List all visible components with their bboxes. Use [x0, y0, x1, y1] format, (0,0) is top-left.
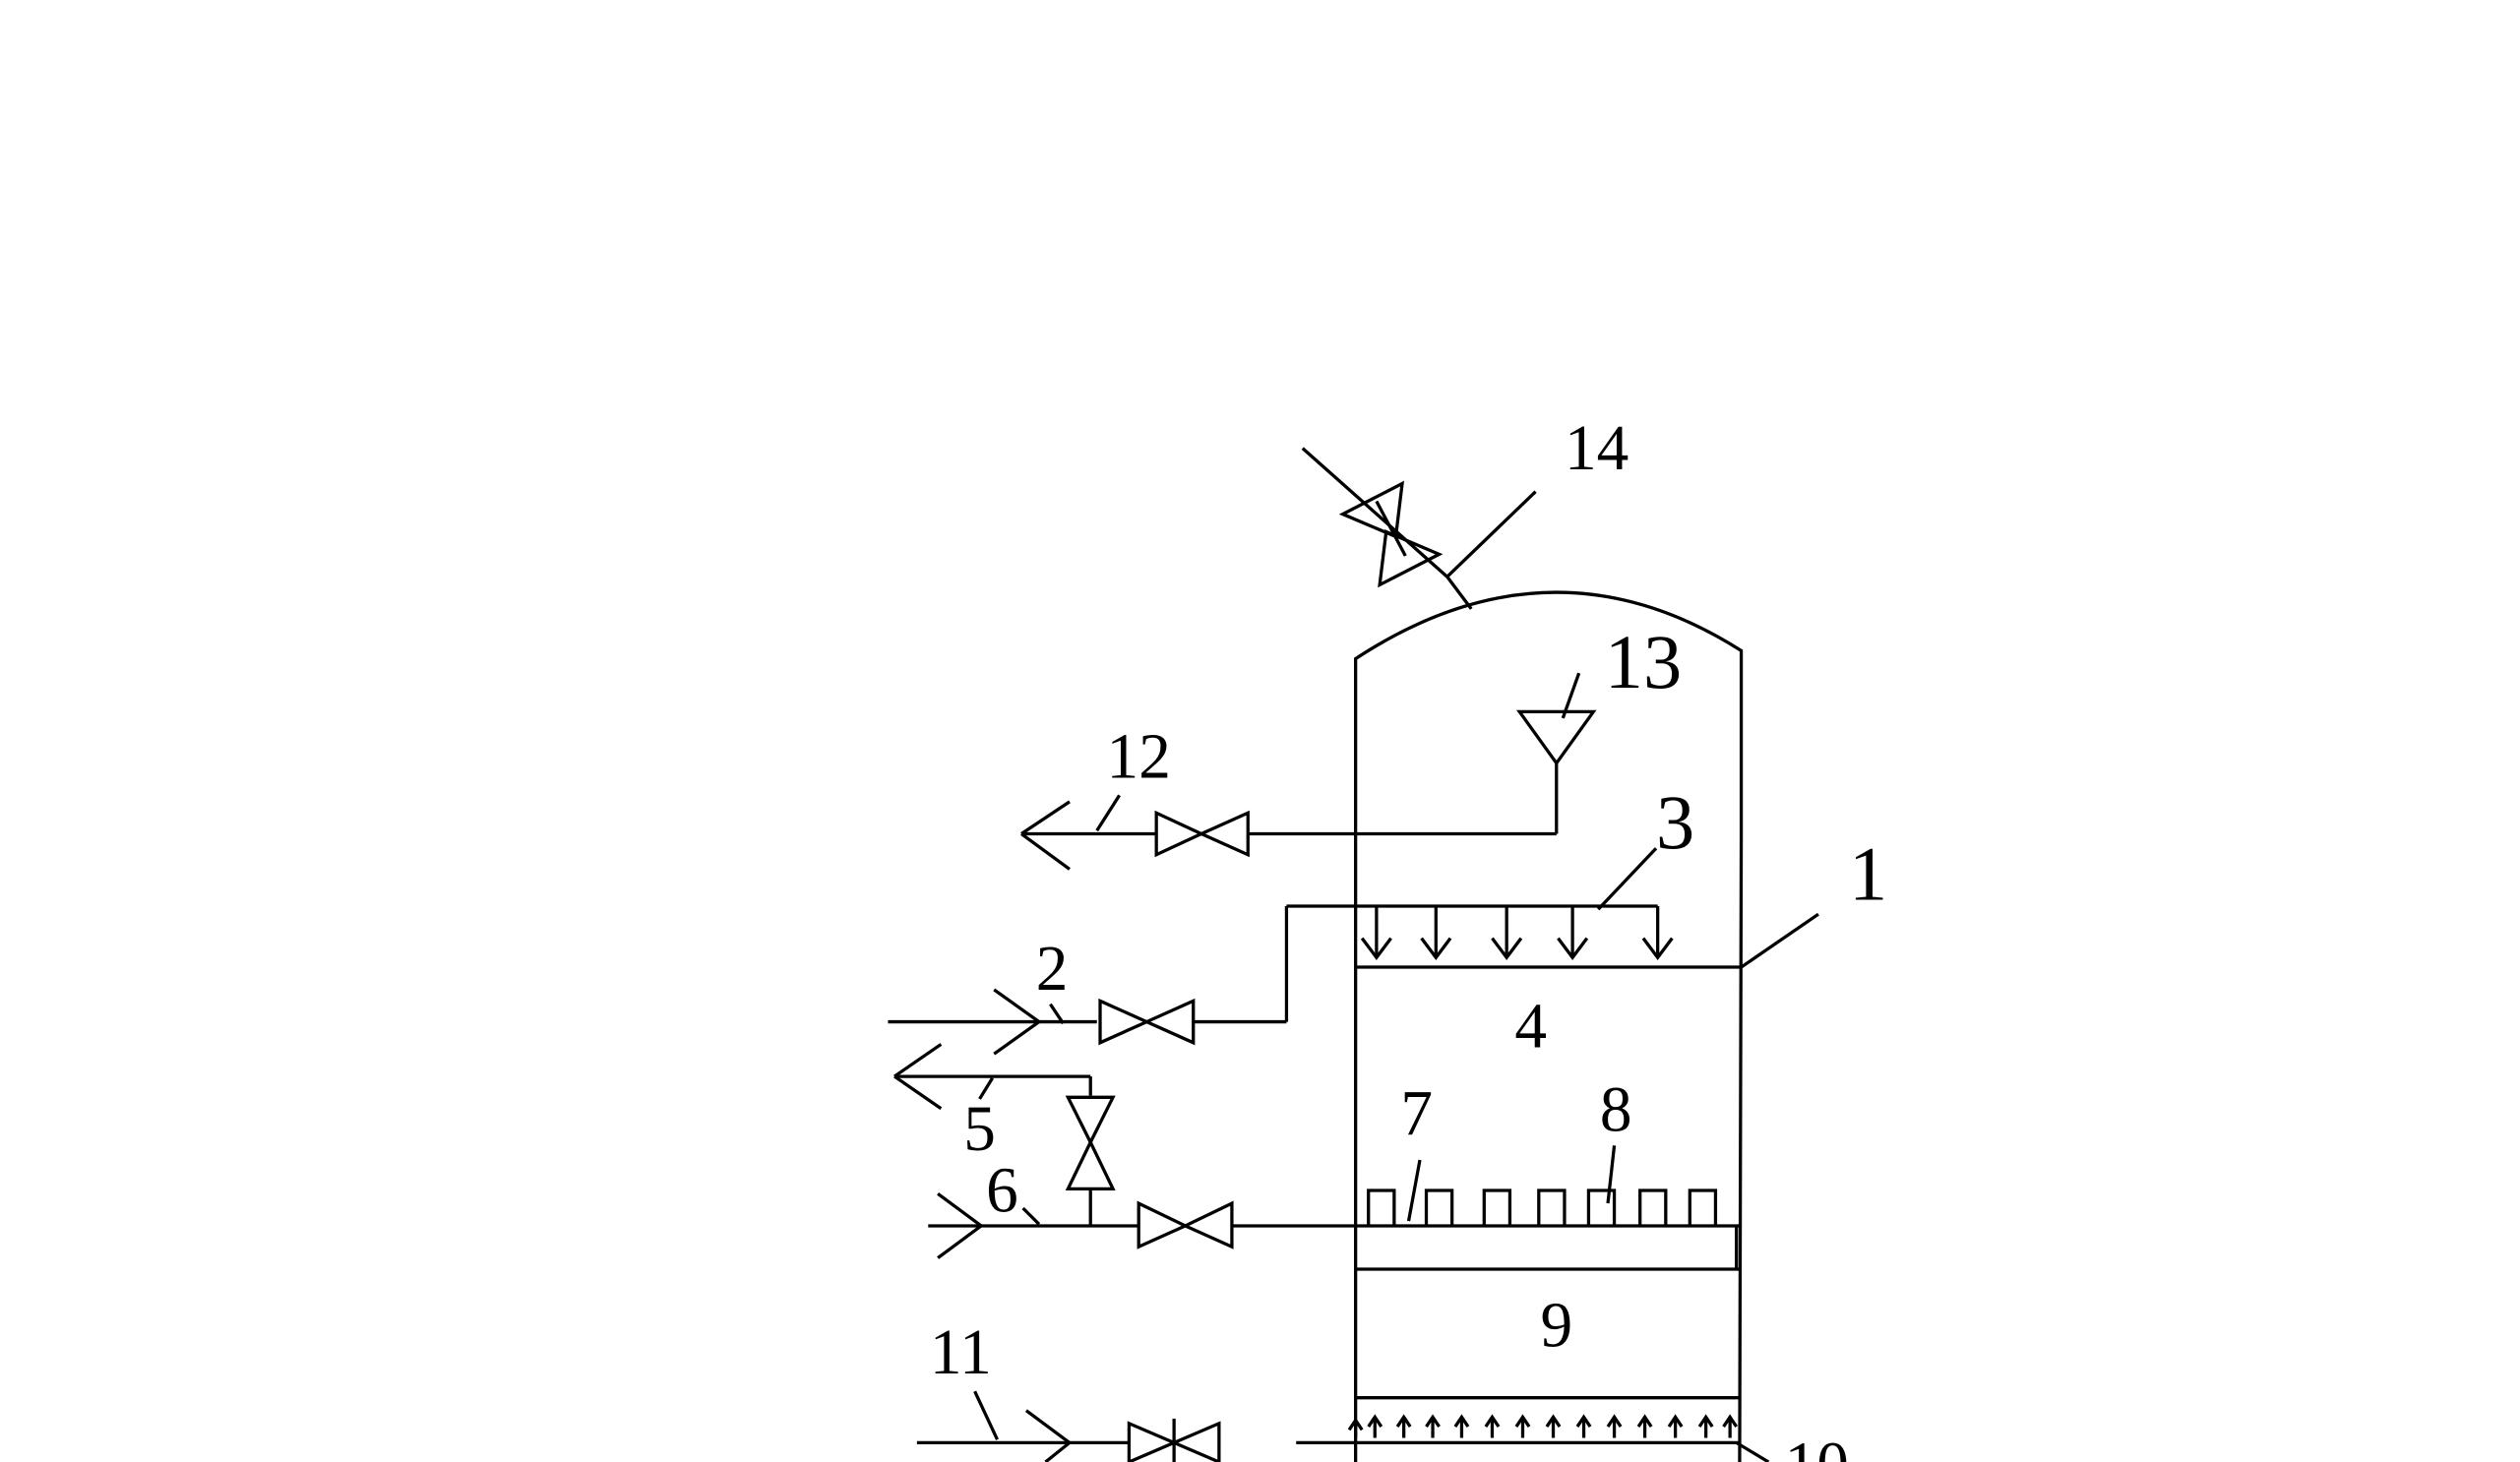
label-11: 11 [930, 1317, 992, 1388]
vent-valve [1338, 480, 1444, 588]
vessel [1354, 590, 1744, 1462]
bottom-inlet-valve [1127, 1418, 1221, 1462]
bottom-inlet-line [916, 1390, 1221, 1462]
top-vent-line [1301, 447, 1537, 610]
return-line [893, 1043, 1116, 1226]
label-9: 9 [1540, 1290, 1572, 1361]
label-4: 4 [1514, 992, 1547, 1063]
feed-line [888, 905, 1289, 1056]
vessel-partitions [1355, 965, 1742, 1400]
bubble-caps [1367, 1145, 1718, 1226]
gas-inlet-line [928, 1191, 1356, 1259]
label-14: 14 [1565, 413, 1629, 484]
label-10: 10 [1785, 1430, 1849, 1462]
label-2: 2 [1036, 934, 1069, 1005]
exhaust-line [1020, 672, 1597, 871]
label-13: 13 [1605, 619, 1682, 704]
label-3: 3 [1656, 779, 1694, 865]
gas-inlet-valve [1137, 1200, 1234, 1249]
label-1: 1 [1849, 830, 1887, 916]
label-6: 6 [986, 1155, 1018, 1226]
return-valve [1065, 1095, 1116, 1191]
label-5: 5 [963, 1094, 996, 1165]
feed-valve [1098, 998, 1196, 1046]
label-7: 7 [1400, 1078, 1433, 1149]
label-8: 8 [1600, 1075, 1632, 1146]
exhaust-valve [1154, 810, 1250, 858]
bottom-distributor [1296, 1414, 1770, 1462]
label-12: 12 [1107, 721, 1171, 792]
spray-distributor [1286, 847, 1674, 960]
leader-1 [1740, 912, 1819, 969]
